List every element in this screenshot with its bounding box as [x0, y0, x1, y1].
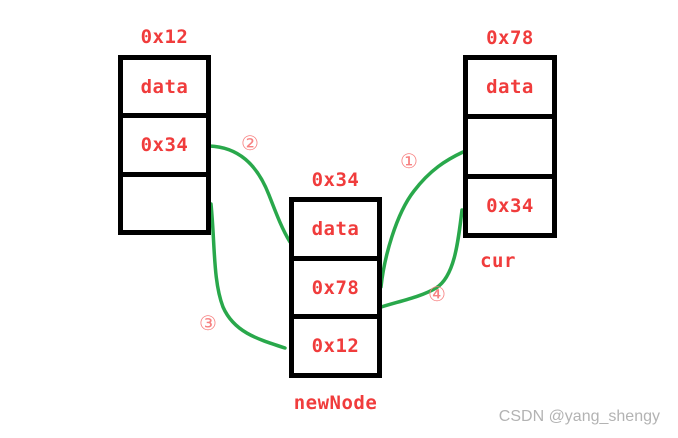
- node-0x34-cell-prev: 0x12: [311, 335, 360, 358]
- arrow-3-curve: [209, 202, 287, 350]
- node-0x34-cell-data: data: [294, 202, 377, 261]
- node-0x12-cell-prev: [123, 177, 206, 230]
- node-0x12-address: 0x12: [140, 26, 189, 48]
- step-3-badge: ③: [199, 311, 217, 335]
- node-0x34-cell-next: 0x78: [294, 261, 377, 320]
- arrow-1-curve: [379, 150, 465, 289]
- node-0x12-cell-data: data: [123, 60, 206, 119]
- cur-node-label: cur: [480, 250, 516, 272]
- arrow-4-curve: [376, 208, 464, 310]
- node-0x12-cell-next: 0x34: [123, 118, 206, 177]
- node-0x12-box: data 0x34: [118, 55, 211, 235]
- arrow-2-curve: [207, 144, 292, 244]
- node-0x78-cell-data: data: [468, 60, 552, 120]
- node-0x78-cell-prev: 0x34: [486, 194, 534, 217]
- csdn-watermark: CSDN @yang_shengy: [498, 408, 660, 425]
- new-node-label: newNode: [293, 392, 378, 414]
- step-1-badge: ①: [400, 149, 418, 173]
- node-0x34-box: data 0x78 0x12: [289, 197, 382, 378]
- node-0x78-address: 0x78: [486, 27, 534, 49]
- step-2-badge: ②: [241, 131, 259, 155]
- node-0x78-cell-next: [468, 119, 552, 179]
- node-0x78-box: data 0x34: [463, 55, 557, 238]
- node-0x34-address: 0x34: [311, 169, 360, 191]
- step-4-badge: ④: [428, 282, 446, 306]
